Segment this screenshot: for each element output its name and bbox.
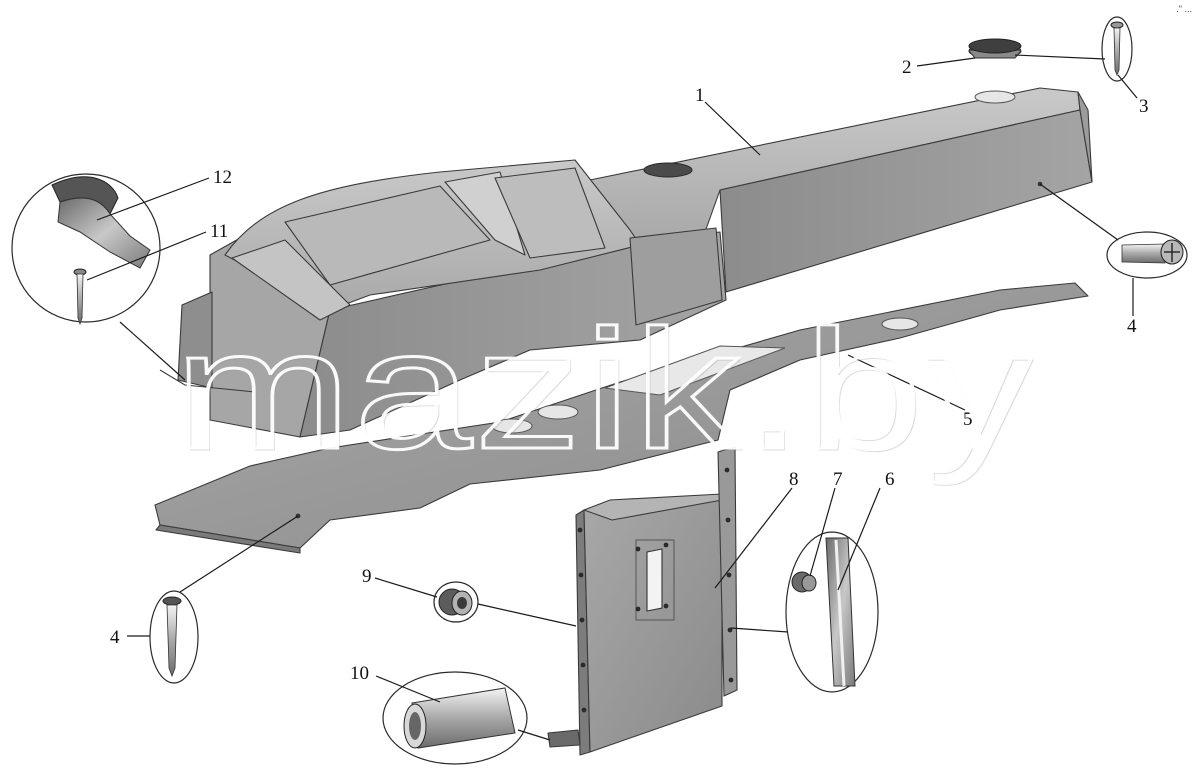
door-panel <box>547 446 738 756</box>
callout-labels: 1 2 3 4 4 5 6 7 8 9 10 11 12 <box>110 57 1149 684</box>
screw-bubble-4-right <box>1106 231 1188 279</box>
console-housing <box>159 87 1093 438</box>
floor-panel <box>154 282 1089 554</box>
callout-9: 9 <box>362 566 372 587</box>
callout-3: 3 <box>1139 96 1149 117</box>
callout-6: 6 <box>885 469 895 490</box>
callout-12: 12 <box>213 167 232 188</box>
callout-4-right: 4 <box>1127 316 1137 337</box>
leader-lines <box>86 54 1138 741</box>
callout-8: 8 <box>789 469 799 490</box>
watermark-text: mazik.by <box>174 295 1034 485</box>
cap-part <box>968 38 1022 59</box>
watermark: mazik.by mazik.by <box>173 294 1036 488</box>
callout-1: 1 <box>695 85 705 106</box>
watermark-outline: mazik.by <box>176 297 1036 487</box>
callout-11: 11 <box>210 221 228 242</box>
callout-10: 10 <box>350 663 369 684</box>
seal-bubble-11-12 <box>11 173 161 326</box>
callout-7: 7 <box>833 469 843 490</box>
tube-bubble-10 <box>382 671 528 765</box>
callout-4-left: 4 <box>110 627 120 648</box>
screw-bubble-4-left <box>149 590 199 684</box>
profile-bubble-6-7 <box>785 531 879 693</box>
callout-2: 2 <box>902 57 912 78</box>
screw-bubble-3 <box>1101 16 1133 82</box>
callout-5: 5 <box>963 409 973 430</box>
grommet-bubble-9 <box>433 581 479 623</box>
corner-mark: ." ... <box>1176 4 1192 14</box>
